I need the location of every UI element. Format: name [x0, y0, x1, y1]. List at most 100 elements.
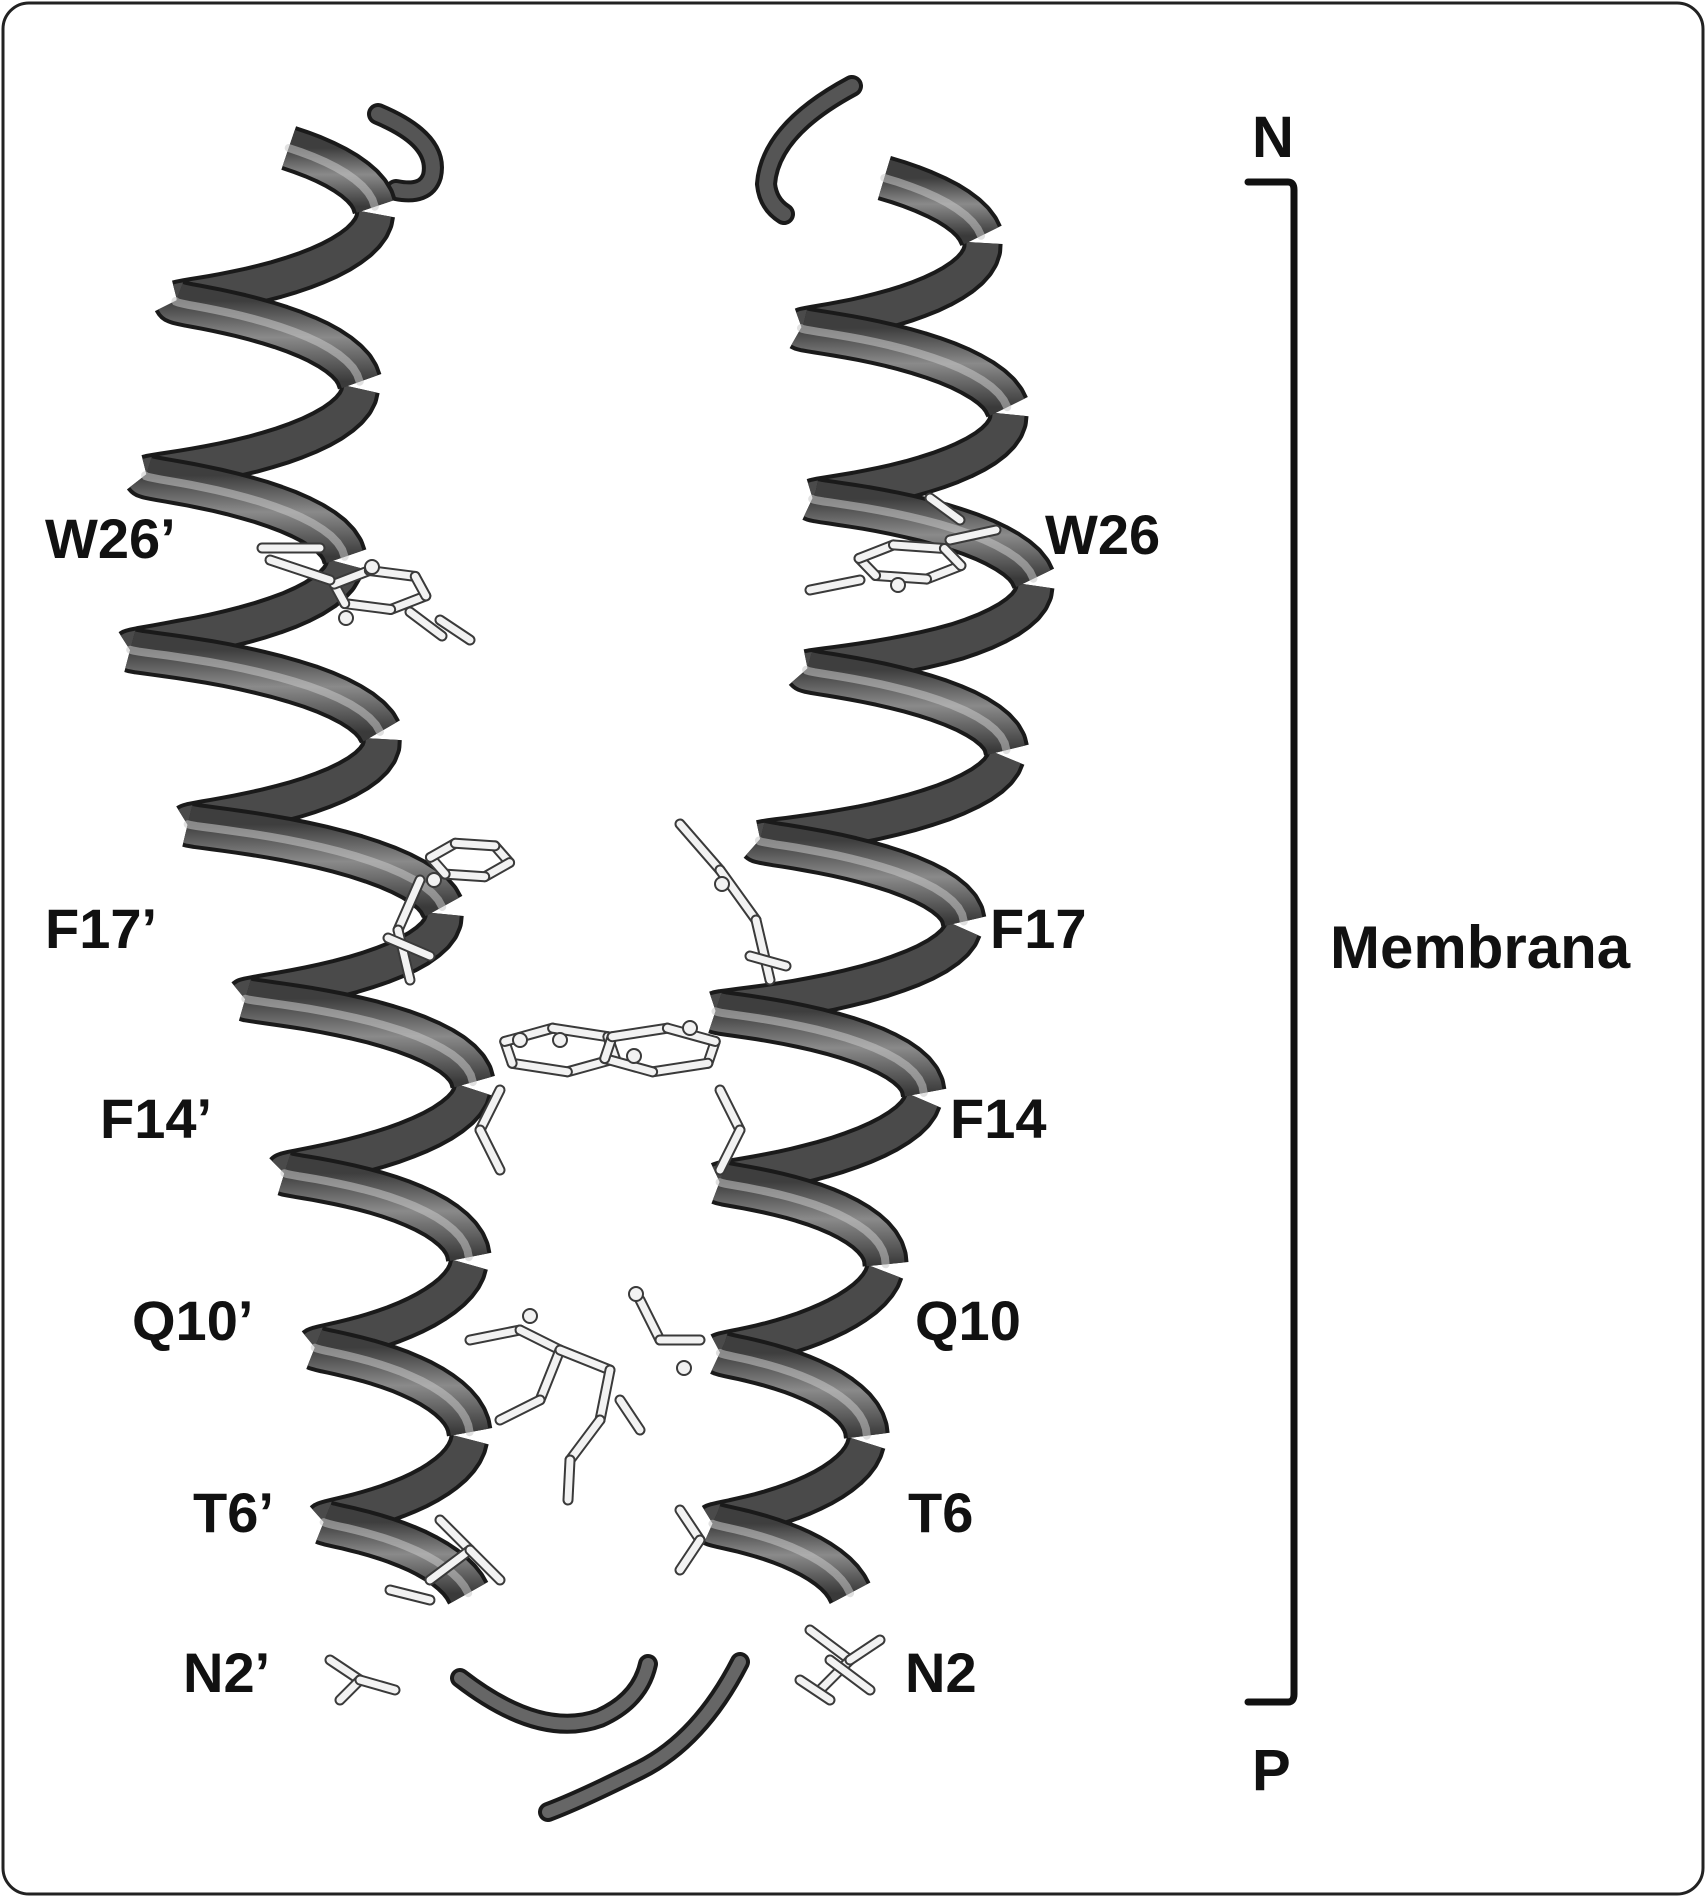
- stick-57: [466, 1326, 524, 1344]
- stick-12: [923, 562, 965, 583]
- stick-19: [926, 494, 964, 524]
- stick-5: [411, 572, 430, 600]
- atom-55: [682, 1020, 698, 1036]
- stick-31: [384, 934, 434, 960]
- helix-right: [538, 75, 1055, 1822]
- right-helix-front-highlight-7: [715, 1348, 871, 1440]
- label-f14-right: F14: [950, 1087, 1047, 1150]
- atom-35: [714, 876, 730, 892]
- left-helix-front-highlight-3: [126, 645, 384, 736]
- stick-0: [387, 592, 430, 614]
- stick-6: [266, 556, 334, 584]
- right-helix-front-highlight-2: [808, 494, 1038, 583]
- stick-76: [676, 1536, 704, 1574]
- right-helix-front-highlight-0: [880, 174, 986, 240]
- membrane-label: Membrana: [1330, 914, 1631, 981]
- stick-61: [556, 1346, 614, 1374]
- right-helix-front-highlight-1: [797, 324, 1012, 412]
- stick-15: [855, 541, 897, 562]
- stick-34: [752, 916, 774, 984]
- stick-82: [846, 1636, 884, 1664]
- label-f14-left: F14’: [100, 1087, 212, 1150]
- stick-41: [549, 1024, 612, 1041]
- atom-70: [628, 1286, 644, 1302]
- stick-65: [566, 1416, 604, 1464]
- helix-left: [110, 103, 658, 1734]
- stick-38: [508, 1059, 571, 1076]
- stick-62: [596, 1366, 614, 1424]
- atom-69: [522, 1308, 538, 1324]
- label-w26-right: W26: [1045, 503, 1160, 566]
- left-n-tail: [371, 107, 440, 199]
- stick-75: [676, 1506, 704, 1544]
- stick-71: [436, 1516, 474, 1554]
- left-helix-front-highlight-2: [141, 471, 349, 561]
- atom-54: [552, 1032, 568, 1048]
- membrane-bottom-label: P: [1252, 1738, 1291, 1803]
- left-helix-front-highlight-6: [280, 1169, 473, 1262]
- stick-36: [746, 952, 790, 970]
- atom-8: [364, 559, 380, 575]
- atom-53: [512, 1032, 528, 1048]
- stick-72: [426, 1546, 474, 1584]
- label-t6-right: T6: [908, 1481, 973, 1544]
- atom-56: [626, 1048, 642, 1064]
- membrane-bracket: [1244, 178, 1298, 1706]
- stick-60: [496, 1396, 544, 1424]
- stick-45: [601, 1055, 657, 1076]
- stick-18: [806, 576, 864, 594]
- stick-24: [441, 870, 489, 881]
- stick-49: [476, 1086, 504, 1134]
- stick-27: [451, 839, 499, 850]
- stick-59: [536, 1346, 564, 1404]
- stick-3: [330, 566, 373, 588]
- right-helix-front-highlight-6: [715, 1178, 890, 1269]
- right-n-tail: [758, 79, 859, 221]
- left-c-tail: [454, 1658, 654, 1730]
- stick-83: [826, 1656, 874, 1694]
- atom-20: [890, 577, 906, 593]
- left-helix-front-highlight-5: [241, 994, 477, 1087]
- sidechains: [256, 492, 1002, 1706]
- label-n2-left: N2’: [183, 1641, 270, 1704]
- stick-1: [341, 600, 395, 614]
- stick-58: [516, 1326, 564, 1354]
- right-helix-front-highlight-3: [802, 665, 1011, 755]
- stick-84: [796, 1676, 834, 1704]
- stick-50: [476, 1126, 504, 1174]
- left-helix-front-highlight-8: [319, 1518, 473, 1598]
- stick-32: [676, 820, 724, 874]
- left-helix-front-highlight-1: [171, 296, 364, 386]
- right-helix-front-highlight-5: [711, 1007, 928, 1097]
- stick-52: [716, 1126, 744, 1174]
- stick-74: [386, 1586, 434, 1604]
- stick-79: [356, 1676, 399, 1694]
- stick-44: [649, 1059, 712, 1076]
- stick-16: [889, 541, 948, 553]
- stick-77: [326, 1656, 364, 1684]
- stick-80: [806, 1626, 854, 1664]
- stick-66: [564, 1456, 574, 1504]
- stick-13: [872, 571, 931, 583]
- stick-73: [466, 1546, 504, 1584]
- stick-47: [608, 1024, 671, 1041]
- right-helix-front-highlight-4: [754, 836, 968, 926]
- atom-9: [338, 610, 354, 626]
- label-t6-left: T6’: [193, 1481, 274, 1544]
- stick-67: [616, 1396, 644, 1434]
- label-f17-right: F17: [990, 897, 1087, 960]
- stick-51: [716, 1086, 744, 1134]
- right-c-tail: [542, 1656, 746, 1818]
- membrane-top-label: N: [1252, 105, 1294, 170]
- label-f17-left: F17’: [45, 897, 157, 960]
- stick-21: [946, 526, 1000, 544]
- atom-68: [676, 1360, 692, 1376]
- label-n2-right: N2: [905, 1641, 977, 1704]
- label-q10-right: Q10: [915, 1289, 1021, 1352]
- stick-11: [406, 608, 446, 640]
- label-q10-left: Q10’: [132, 1289, 253, 1352]
- stick-28: [394, 876, 424, 934]
